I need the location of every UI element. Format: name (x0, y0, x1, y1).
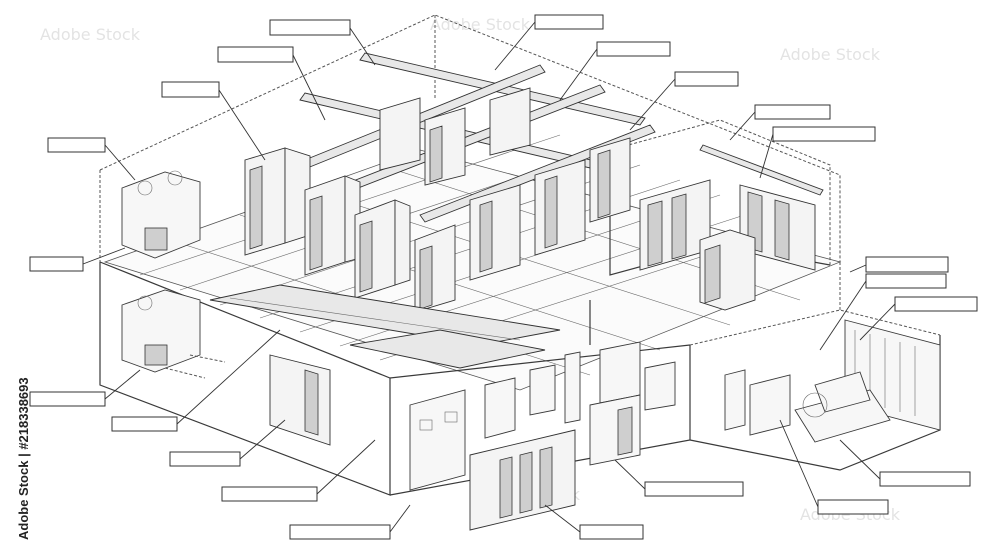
callout-box-fuel-tank (817, 499, 889, 515)
callout-labels (29, 14, 978, 540)
server-rack-icon (424, 107, 466, 186)
switchgear-icon (589, 394, 641, 466)
callout-box-wall (865, 273, 947, 289)
underfloor-cable-duct (209, 284, 561, 369)
callout-box-pdu (644, 481, 744, 497)
server-rack-rows (244, 87, 816, 313)
switchgear-icon (724, 369, 791, 436)
server-rack-icon (304, 175, 361, 276)
server-rack-icon (589, 137, 631, 223)
watermark: Adobe Stock (780, 45, 881, 64)
server-rack-icon (699, 229, 756, 311)
callout-box-hvac-pipe (217, 46, 294, 63)
callout-box-cooling-unit (47, 137, 106, 153)
server-rack-icon (534, 159, 586, 256)
callout-box-generator (879, 471, 971, 487)
server-rack-icon (379, 97, 421, 171)
watermark: Adobe Stock (430, 15, 531, 34)
server-rack-icon (244, 147, 311, 256)
callout-box-crac-pipe (772, 126, 876, 142)
lower-floor-equipment (269, 341, 676, 531)
server-rack-icon (469, 429, 576, 531)
side-stock-label: Adobe Stock | #218338693 (16, 377, 31, 540)
server-rack-icon (639, 179, 711, 271)
callout-box-roof (865, 256, 949, 273)
server-rack-icon (414, 224, 456, 313)
callout-box-upper-room (754, 104, 831, 120)
callout-box-lower-cooling (29, 391, 106, 407)
callout-box-rack-row (674, 71, 739, 87)
watermark: Adobe Stock (40, 25, 141, 44)
callout-box-floor-slab (289, 524, 391, 540)
switchgear-icon (484, 351, 581, 439)
cooling-unit-icon (121, 170, 201, 259)
server-rack-icon (269, 354, 331, 446)
callout-box-ceiling-tray (269, 19, 351, 36)
callout-box-cable-tray (596, 41, 671, 57)
server-rack-icon (469, 184, 521, 281)
leader-lines (82, 21, 896, 533)
callout-box-server-rack (161, 81, 220, 98)
callout-box-ceiling-duct (534, 14, 604, 30)
callout-box-switchboard (221, 486, 318, 502)
cooling-unit-icon (121, 289, 201, 373)
callout-box-ups (111, 416, 178, 432)
callout-box-raised-floor (29, 256, 84, 272)
switchgear-icon (409, 389, 466, 491)
callout-box-battery-rack (579, 524, 644, 540)
callout-box-radiator (894, 296, 978, 312)
generator-room (724, 319, 941, 443)
generator-icon (794, 371, 891, 443)
callout-box-battery (169, 451, 241, 467)
switchgear-icon (599, 341, 676, 411)
cooling-units (121, 170, 226, 379)
server-rack-icon (489, 87, 531, 156)
server-rack-icon (354, 199, 411, 299)
